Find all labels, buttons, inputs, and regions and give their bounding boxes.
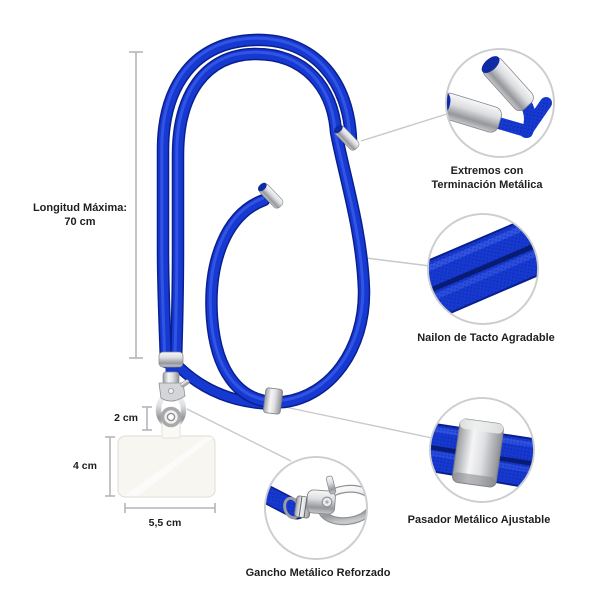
phone-pad-card [117,435,216,498]
tips-line2: Terminación Metálica [431,178,543,191]
dimension-4cm: 4 cm [73,460,97,472]
cord-tip-left [257,182,284,209]
dimension-line-55cm [124,503,216,513]
dimension-line-2cm [142,406,152,431]
nylon-label: Nailon de Tacto Agradable [417,332,555,344]
dimension-2cm: 2 cm [114,412,138,424]
leader-lines [186,112,451,462]
hook-label: Gancho Metálico Reforzado [245,567,391,579]
dimension-55cm: 5,5 cm [148,517,182,529]
callout-slider [429,397,535,503]
callout-nylon [427,213,539,325]
lanyard-hook [155,371,190,429]
dimension-line-70cm [129,51,143,359]
cord-tip-right [333,124,360,151]
max-length-label: Longitud Máxima: 70 cm [18,202,142,229]
callout-hook [264,456,368,560]
dimension-line-4cm [105,436,115,497]
tips-label: Extremos con Terminación Metálica [397,165,577,192]
callout-tips [445,48,555,158]
slider-label: Pasador Metálico Ajustable [407,514,551,526]
cord-slider [262,387,284,415]
tips-line1: Extremos con [450,165,524,177]
max-length-line1: Longitud Máxima: [32,202,128,214]
lanyard-cord [156,33,371,410]
max-length-line2: 70 cm [64,215,96,228]
card-strap-grommet [160,406,182,439]
